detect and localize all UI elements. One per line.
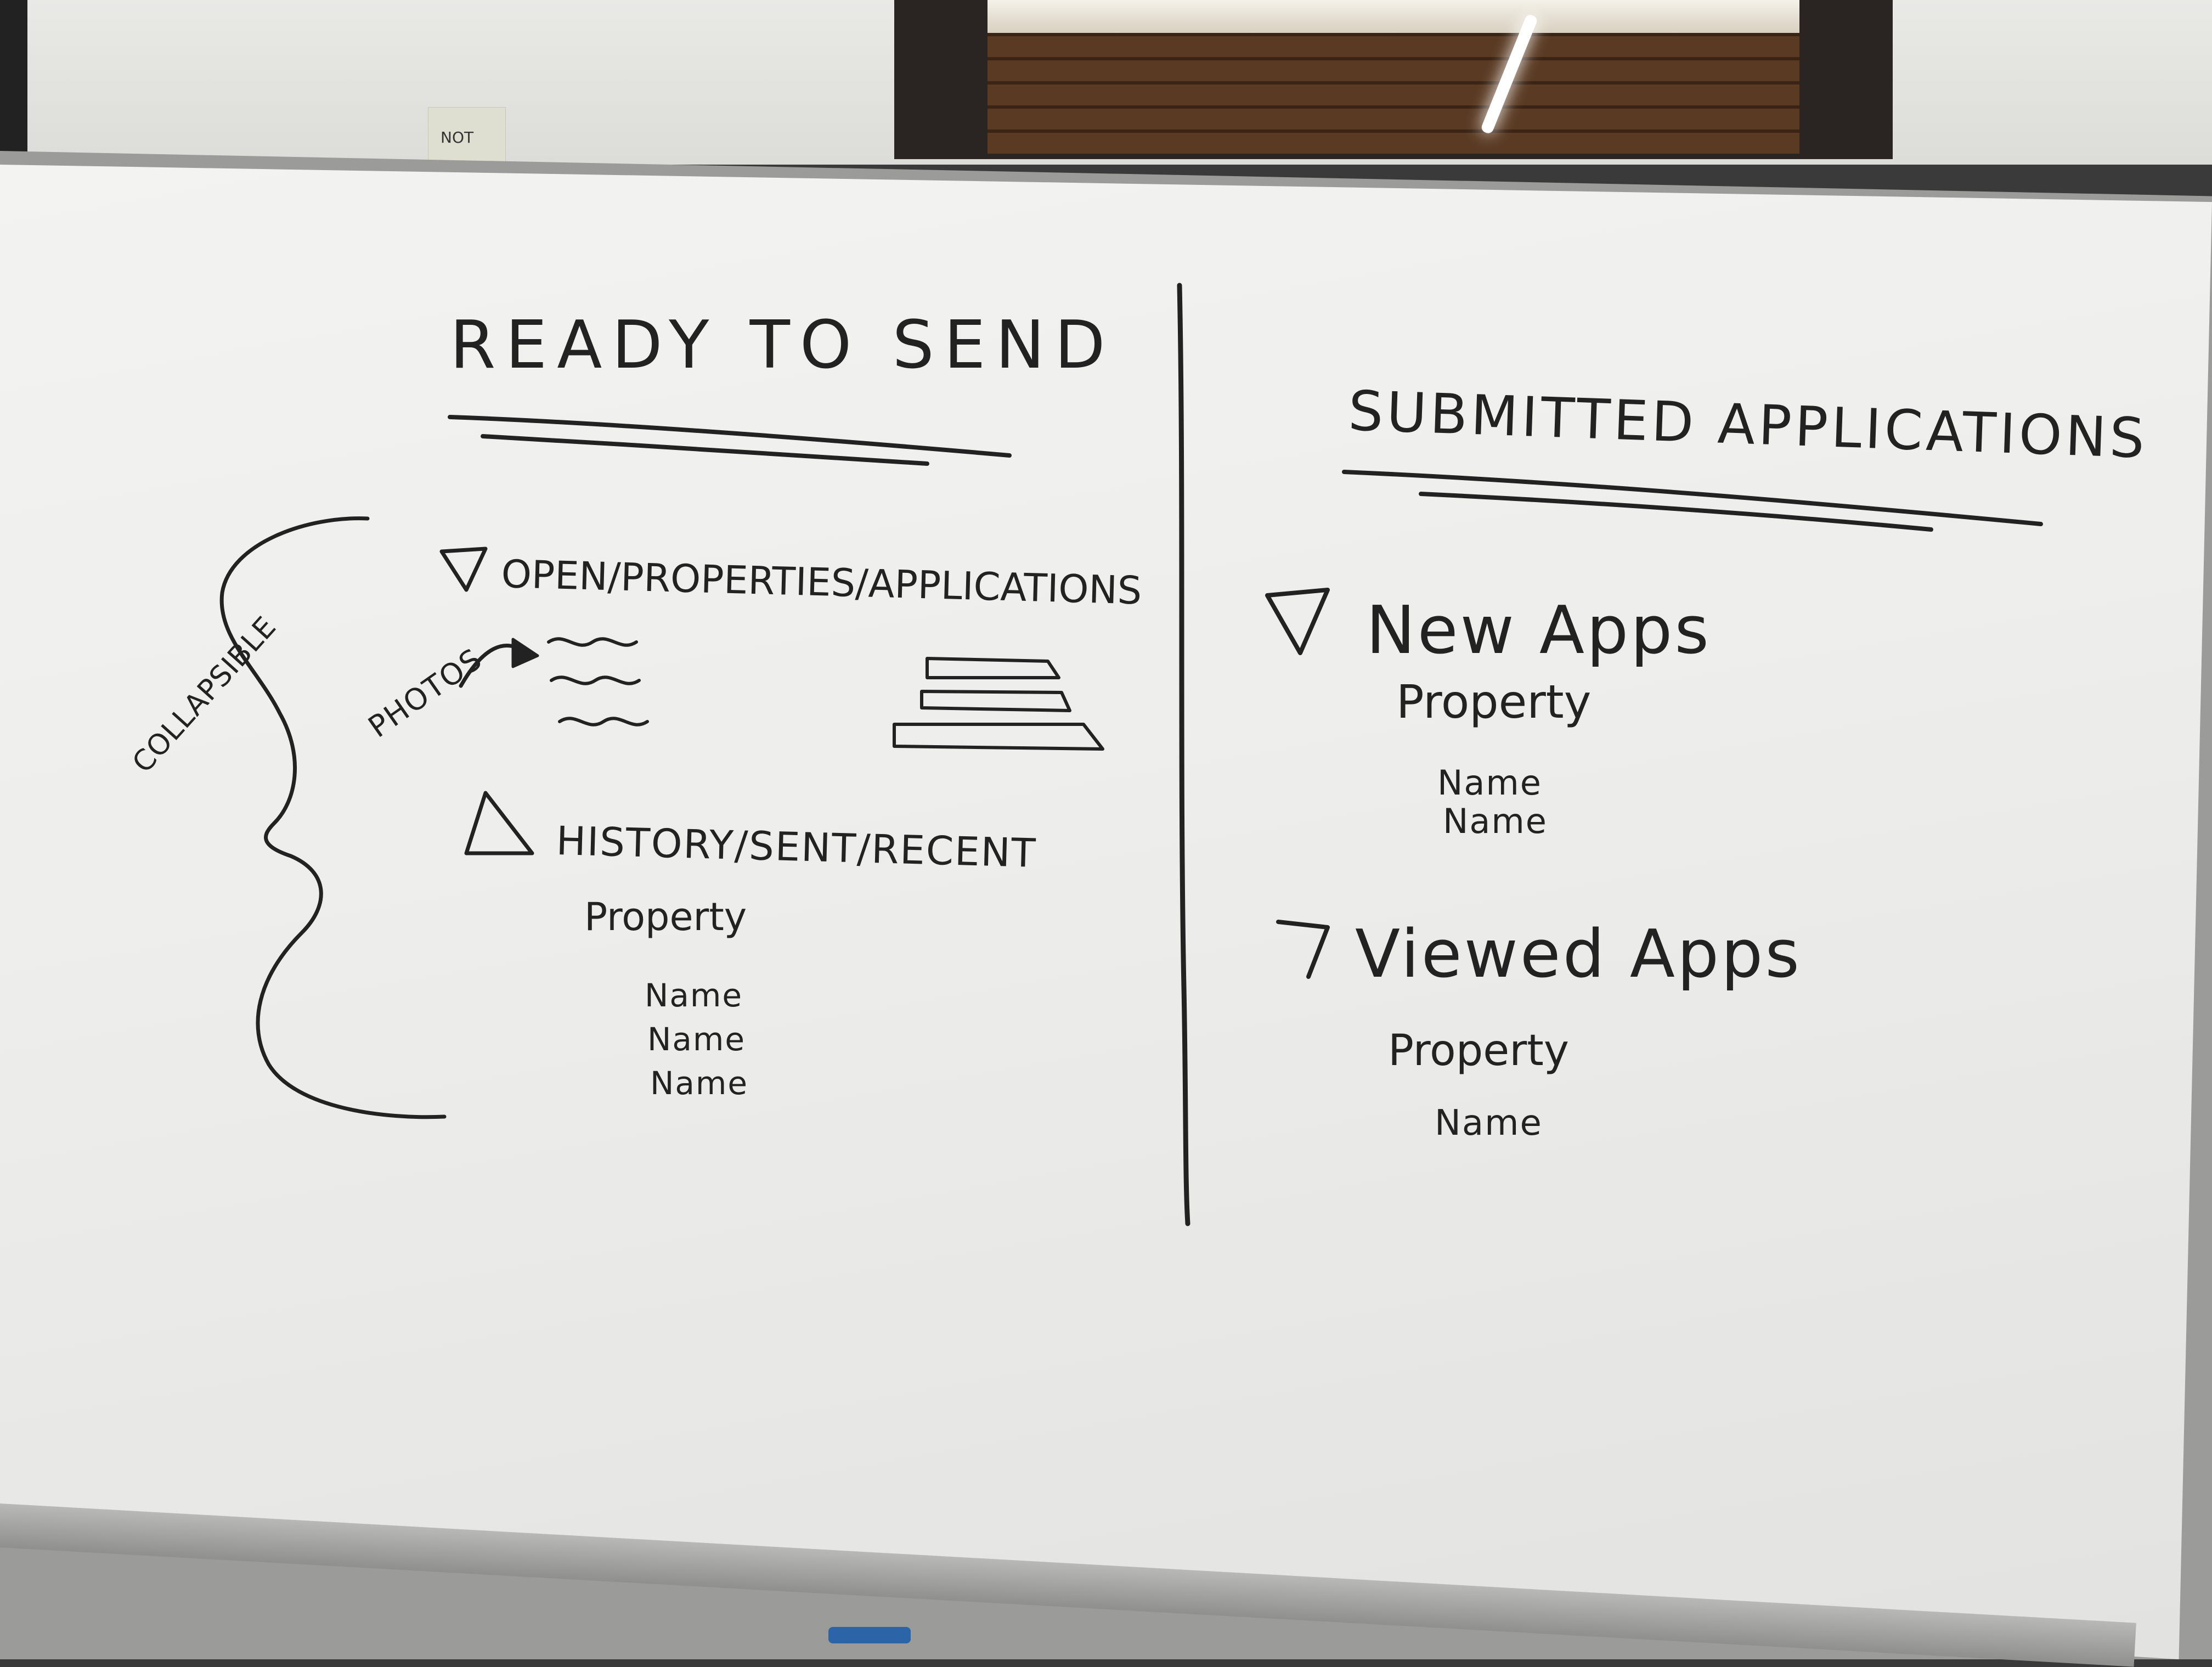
center-divider — [1177, 283, 1190, 1226]
new-apps-name-1: Name — [1437, 763, 1542, 803]
new-apps-label: New Apps — [1366, 593, 1711, 669]
right-title-underline-2 — [1419, 492, 1933, 532]
photos-arrowhead — [511, 638, 539, 668]
new-apps-property: Property — [1396, 675, 1592, 729]
new-apps-chevron-icon — [1265, 588, 1330, 655]
window-light — [988, 0, 1799, 33]
history-group-chevron-icon — [464, 791, 534, 855]
squiggle-1 — [547, 637, 638, 647]
window — [894, 0, 1893, 159]
new-apps-name-2: Name — [1443, 801, 1548, 841]
viewed-apps-property: Property — [1388, 1026, 1570, 1075]
wall-edge — [0, 0, 27, 165]
squiggle-3 — [558, 717, 649, 727]
card-stack-1 — [926, 657, 1060, 679]
history-name-3: Name — [650, 1065, 749, 1102]
left-title-underline-1 — [448, 415, 1012, 458]
sticky-note-text: NOT — [441, 128, 474, 147]
open-group-chevron-icon — [439, 547, 488, 592]
history-name-2: Name — [647, 1021, 746, 1058]
viewed-apps-name-1: Name — [1435, 1103, 1543, 1144]
left-title-underline-2 — [481, 434, 929, 466]
history-name-1: Name — [645, 977, 743, 1014]
viewed-apps-label: Viewed Apps — [1355, 916, 1802, 993]
history-property: Property — [584, 894, 747, 939]
card-stack-2 — [920, 690, 1071, 712]
viewed-apps-chevron-icon — [1276, 920, 1330, 979]
whiteboard — [0, 165, 2212, 1659]
right-title-underline-1 — [1342, 470, 2043, 526]
left-section-title: READY TO SEND — [450, 307, 1115, 384]
blue-marker — [828, 1627, 911, 1643]
card-stack-3 — [893, 723, 1104, 751]
collapsible-brace — [219, 516, 447, 1119]
squiggle-2 — [550, 675, 641, 685]
